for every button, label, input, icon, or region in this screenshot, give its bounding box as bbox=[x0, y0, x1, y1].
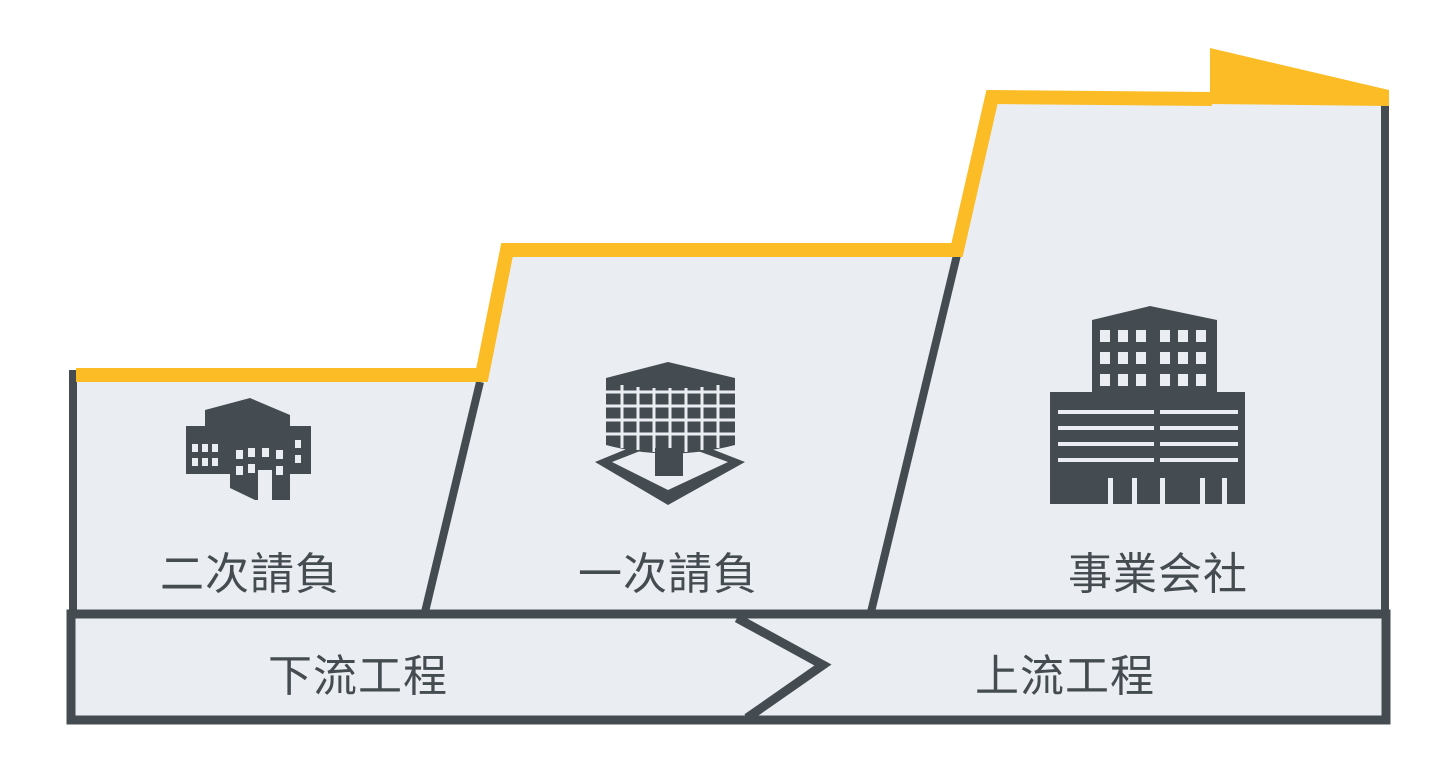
divider-1 bbox=[421, 381, 484, 613]
round-building-icon bbox=[595, 362, 745, 505]
tier-label-primary-contractor: 一次請負 bbox=[578, 549, 758, 600]
office-tower-icon bbox=[1050, 306, 1245, 504]
tier-label-secondary-contractor: 二次請負 bbox=[160, 549, 340, 600]
tier-label-business-company: 事業会社 bbox=[1068, 549, 1248, 600]
process-chevron bbox=[734, 614, 832, 722]
small-building-icon bbox=[186, 398, 311, 500]
divider-2 bbox=[867, 254, 961, 613]
downstream-process-label: 下流工程 bbox=[268, 651, 448, 702]
growth-arrow-head bbox=[1210, 48, 1389, 106]
process-bar bbox=[66, 609, 1391, 725]
upstream-process-label: 上流工程 bbox=[975, 651, 1155, 702]
growth-staircase-line bbox=[76, 89, 1213, 382]
